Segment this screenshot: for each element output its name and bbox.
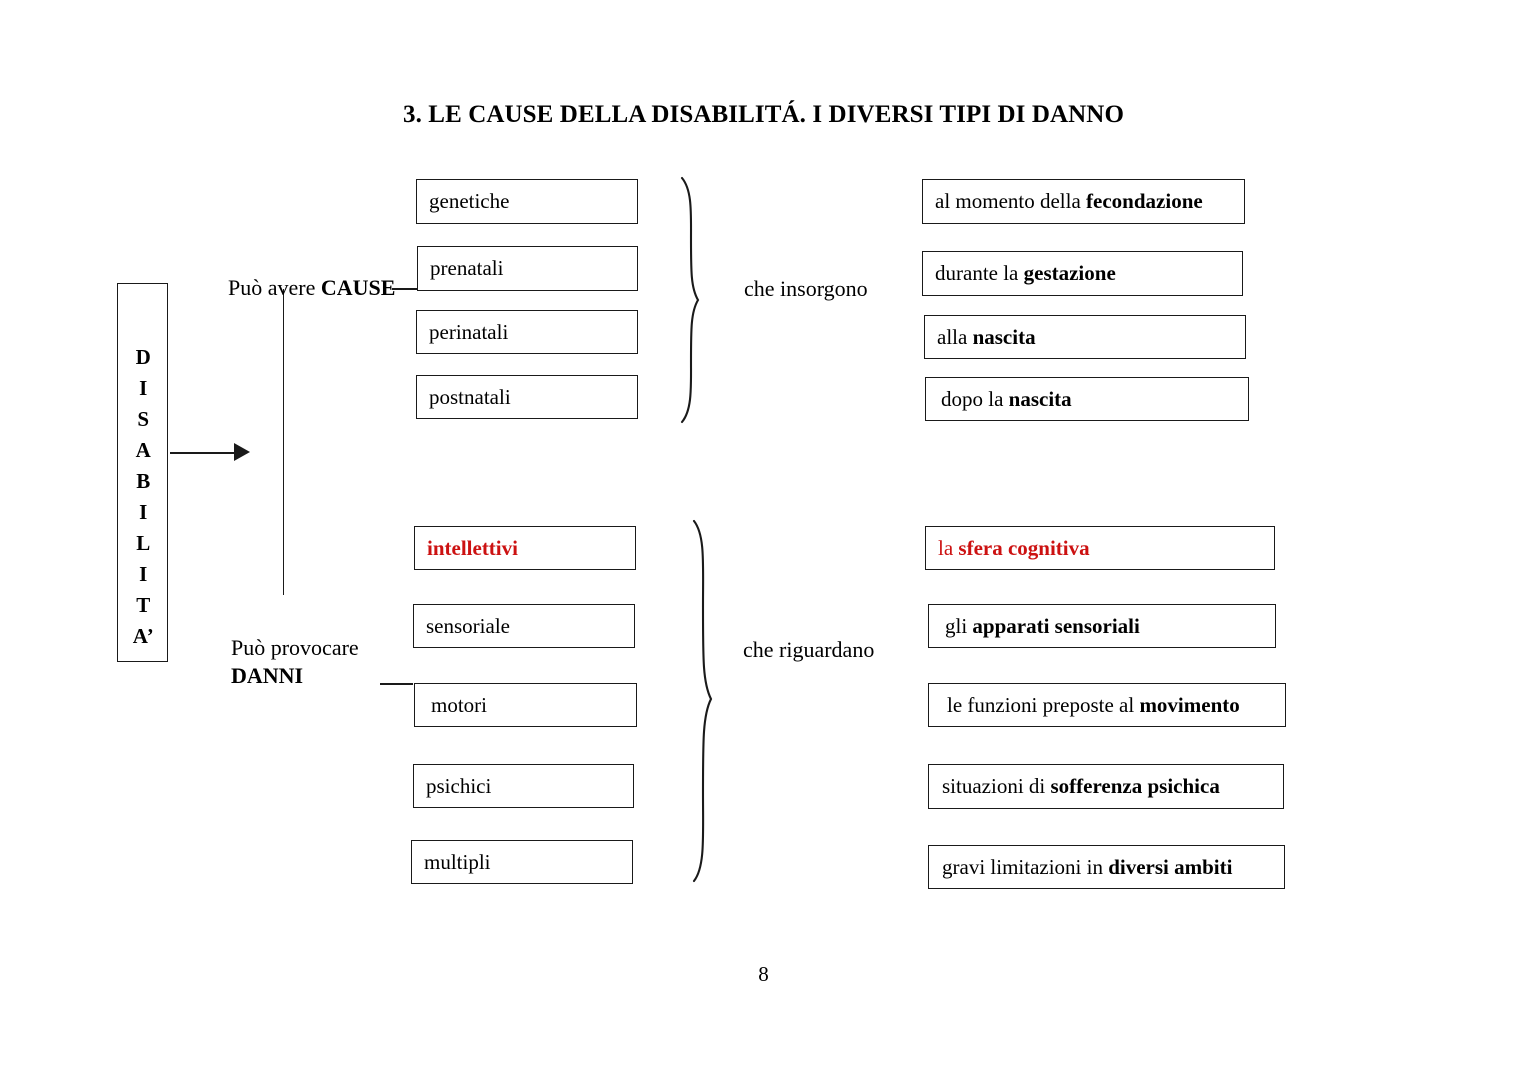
damage-relation-label: che riguardano (743, 637, 875, 662)
cause-outcome-bold: nascita (1008, 386, 1072, 411)
damage-outcome-plain: la (938, 535, 959, 560)
root-letter: I (139, 562, 148, 586)
cause-item-box[interactable]: perinatali (416, 310, 638, 354)
branch-label-danni-line2: DANNI (231, 663, 304, 689)
cause-outcome-plain: alla (937, 324, 973, 349)
damage-outcome-box[interactable]: gli apparati sensoriali (928, 604, 1276, 648)
damage-item-label: motori (431, 692, 487, 717)
cause-item-label: postnatali (429, 384, 511, 409)
root-letter: S (137, 407, 150, 431)
damage-item-box[interactable]: multipli (411, 840, 633, 884)
cause-item-label: perinatali (429, 319, 509, 344)
cause-relation-label: che insorgono (744, 276, 868, 301)
branch-label-cause-bold: CAUSE (320, 275, 396, 300)
damage-outcome-box[interactable]: le funzioni preposte al movimento (928, 683, 1286, 727)
cause-item-label: genetiche (429, 189, 510, 214)
damage-item-box[interactable]: intellettivi (414, 526, 636, 570)
damage-outcome-plain: gli (945, 613, 973, 638)
damage-item-label: multipli (424, 849, 491, 874)
cause-group-brace-icon (678, 176, 704, 424)
cause-outcome-bold: nascita (972, 324, 1036, 349)
branch-label-danni-line1: Può provocare (231, 635, 359, 660)
branch-label-danni: Può provocare DANNI (231, 634, 359, 690)
damage-outcome-bold: diversi ambiti (1108, 854, 1233, 879)
root-arrow-shaft (170, 452, 236, 454)
branch-label-cause: Può avere CAUSE (228, 274, 395, 302)
damage-item-label: psichici (426, 773, 492, 798)
damage-outcome-bold: sfera cognitiva (958, 535, 1090, 560)
root-letter: D (135, 345, 152, 369)
cause-outcome-plain: dopo la (941, 386, 1009, 411)
damage-outcome-bold: apparati sensoriali (972, 613, 1140, 638)
cause-outcome-bold: fecondazione (1086, 189, 1203, 214)
cause-outcome-box[interactable]: al momento della fecondazione (922, 179, 1245, 224)
page-number: 8 (758, 962, 769, 986)
damage-item-box[interactable]: motori (414, 683, 637, 727)
root-letter: A (135, 438, 152, 462)
cause-item-label: prenatali (430, 256, 504, 281)
cause-outcome-box[interactable]: dopo la nascita (925, 377, 1249, 421)
cause-outcome-plain: al momento della (935, 189, 1087, 214)
root-letter: A’ (132, 624, 155, 648)
damage-item-label: sensoriale (426, 613, 510, 638)
damage-outcome-bold: sofferenza psichica (1050, 774, 1220, 799)
page-title: 3. LE CAUSE DELLA DISABILITÁ. I DIVERSI … (403, 101, 1124, 128)
cause-connector-line (392, 288, 418, 290)
damage-outcome-bold: movimento (1139, 692, 1240, 717)
trunk-vertical-line (283, 289, 284, 595)
root-arrow-head (234, 443, 250, 461)
danni-connector-line (380, 683, 413, 685)
damage-item-box[interactable]: psichici (413, 764, 634, 808)
cause-outcome-plain: durante la (935, 261, 1024, 286)
damage-outcome-plain: gravi limitazioni in (942, 854, 1109, 879)
root-node-letters: D I S A B I L I T A’ (118, 342, 169, 652)
damage-outcome-box[interactable]: gravi limitazioni in diversi ambiti (928, 845, 1285, 889)
damage-item-label: intellettivi (427, 535, 518, 560)
root-letter: I (139, 500, 148, 524)
root-letter: L (136, 531, 151, 555)
root-letter: B (136, 469, 151, 493)
damage-outcome-plain: situazioni di (942, 774, 1051, 799)
branch-label-cause-plain: Può avere (228, 275, 321, 300)
damage-group-brace-icon (690, 519, 716, 883)
cause-outcome-bold: gestazione (1023, 261, 1116, 286)
cause-outcome-box[interactable]: alla nascita (924, 315, 1246, 359)
root-letter: T (136, 593, 151, 617)
cause-item-box[interactable]: postnatali (416, 375, 638, 419)
damage-outcome-box[interactable]: situazioni di sofferenza psichica (928, 764, 1284, 809)
cause-outcome-box[interactable]: durante la gestazione (922, 251, 1243, 296)
root-node-disabilita-box: D I S A B I L I T A’ (117, 283, 168, 662)
cause-item-box[interactable]: prenatali (417, 246, 638, 291)
root-letter: I (139, 376, 148, 400)
damage-outcome-box[interactable]: la sfera cognitiva (925, 526, 1275, 570)
damage-item-box[interactable]: sensoriale (413, 604, 635, 648)
damage-outcome-plain: le funzioni preposte al (947, 692, 1140, 717)
cause-item-box[interactable]: genetiche (416, 179, 638, 224)
